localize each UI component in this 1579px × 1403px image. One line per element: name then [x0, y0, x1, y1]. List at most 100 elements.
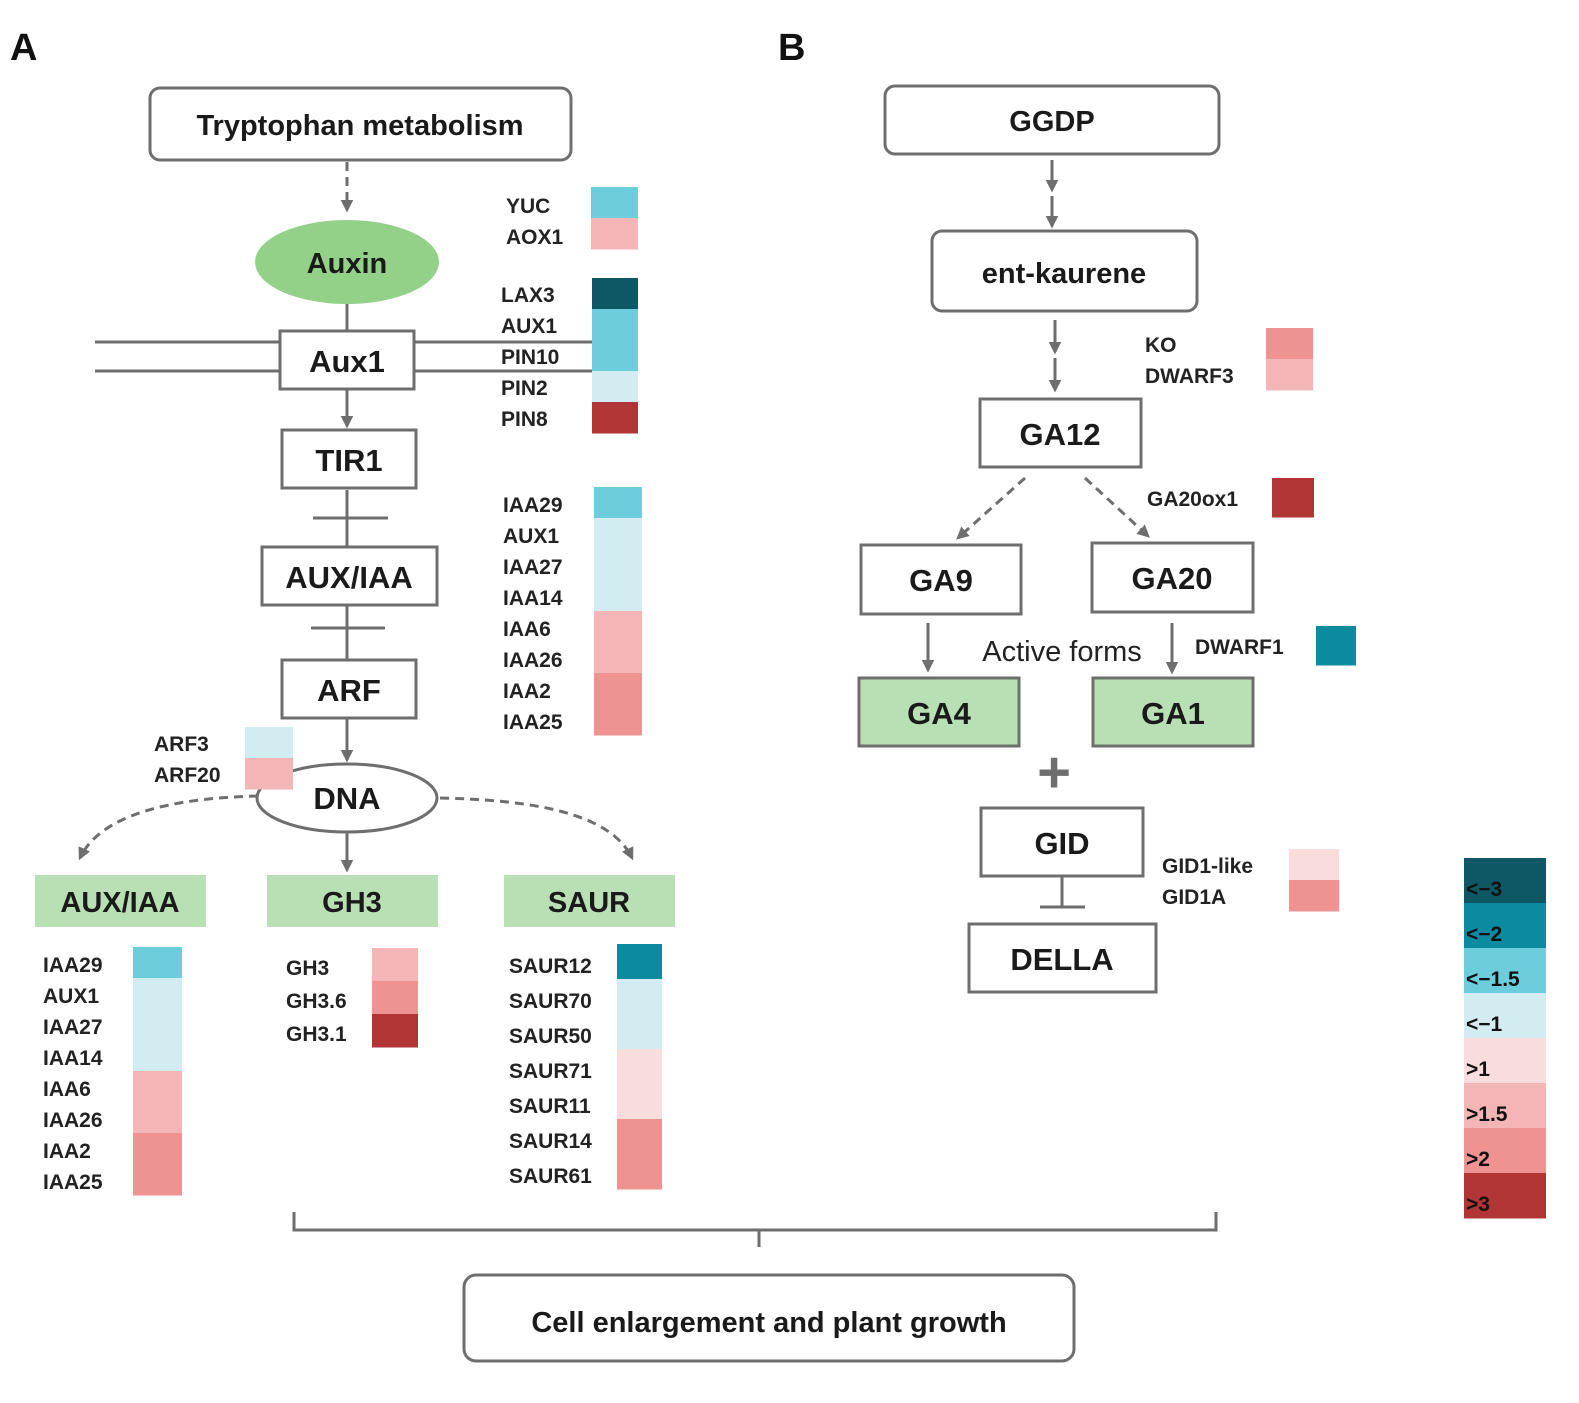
- legend-label: <−1.5: [1466, 968, 1520, 991]
- gene-label: PIN2: [501, 377, 548, 400]
- heatmap-cell: [133, 1009, 182, 1041]
- panel-b: GGDP ent-kaurene GA12 GA9 GA20 Active fo…: [857, 84, 1255, 994]
- arrow-dna-saur: [439, 796, 634, 861]
- heatmap-cell: [372, 948, 418, 982]
- heatmap-cell: [1266, 328, 1313, 360]
- heatmap-cell: [133, 978, 182, 1010]
- heatmap-cell: [617, 1154, 662, 1190]
- gene-group-saur: SAUR12SAUR70SAUR50SAUR71SAUR11SAUR14SAUR…: [509, 944, 662, 1190]
- fold-change-legend: <−3<−2<−1.5<−1>1>1.5>2>3: [1464, 858, 1546, 1219]
- gene-label: PIN10: [501, 346, 559, 369]
- ga9-label: GA9: [909, 563, 973, 598]
- out-gh3-label: GH3: [322, 887, 382, 919]
- panel-a: Tryptophan metabolism Auxin Aux1 TIR1 AU…: [35, 86, 675, 927]
- gene-group-dwarf1: DWARF1: [1195, 626, 1356, 666]
- legend-label: <−1: [1466, 1013, 1503, 1036]
- aux1-label: Aux1: [309, 344, 385, 379]
- entkaurene-label: ent-kaurene: [982, 258, 1146, 290]
- legend-swatch: [1464, 858, 1546, 904]
- gene-label: ARF3: [154, 733, 209, 756]
- out-saur-label: SAUR: [548, 887, 630, 919]
- legend-swatch: [1464, 1038, 1546, 1084]
- gid-label: GID: [1034, 826, 1089, 861]
- aux1-node: [278, 329, 416, 391]
- entkaurene-node: [930, 229, 1199, 313]
- gene-label: SAUR50: [509, 1025, 592, 1048]
- heatmap-cell: [245, 758, 293, 790]
- legend-swatch: [1464, 1173, 1546, 1219]
- heatmap-cell: [617, 1049, 662, 1085]
- heatmap-cell: [594, 487, 642, 519]
- gene-label: LAX3: [501, 284, 555, 307]
- heatmap-cell: [617, 944, 662, 980]
- gene-label: SAUR14: [509, 1130, 592, 1153]
- gene-label: IAA26: [43, 1109, 103, 1132]
- gene-label: IAA14: [43, 1047, 103, 1070]
- heatmap-cell: [133, 1040, 182, 1072]
- gene-label: AUX1: [503, 525, 559, 548]
- heatmap-cell: [372, 1014, 418, 1048]
- auxin-label: Auxin: [307, 248, 388, 280]
- panel-label-b: B: [778, 27, 805, 69]
- gene-label: IAA27: [503, 556, 563, 579]
- heatmap-cell: [1266, 359, 1313, 391]
- heatmap-cell: [617, 1119, 662, 1155]
- heatmap-cell: [1272, 478, 1314, 518]
- auxiaa-label: AUX/IAA: [285, 560, 412, 595]
- heatmap-cell: [594, 611, 642, 643]
- heatmap-cell: [594, 704, 642, 736]
- gene-label: AUX1: [43, 985, 99, 1008]
- ga12-label: GA12: [1020, 417, 1101, 452]
- gene-label: KO: [1145, 334, 1177, 357]
- gene-label: IAA2: [43, 1140, 91, 1163]
- arrow-ga12-ga20: [1083, 476, 1150, 538]
- heatmap-cell: [592, 278, 638, 310]
- gene-label: SAUR61: [509, 1165, 592, 1188]
- gene-label: IAA25: [43, 1171, 103, 1194]
- heatmap-cell: [133, 1133, 182, 1165]
- gene-label: GH3.6: [286, 990, 347, 1013]
- outcome-label: Cell enlargement and plant growth: [531, 1307, 1006, 1339]
- gene-label: DWARF1: [1195, 636, 1284, 659]
- gene-label: IAA6: [43, 1078, 91, 1101]
- ggdp-node: [883, 84, 1221, 156]
- heatmap-cell: [133, 947, 182, 979]
- heatmap-cell: [592, 340, 638, 372]
- heatmap-cell: [592, 371, 638, 403]
- heatmap-cell: [133, 1102, 182, 1134]
- out-auxiaa-label: AUX/IAA: [60, 887, 179, 919]
- auxiaa-node: [260, 545, 439, 607]
- gene-label: PIN8: [501, 408, 548, 431]
- gene-label: GH3.1: [286, 1023, 347, 1046]
- gene-label: YUC: [506, 195, 550, 218]
- gene-label: IAA6: [503, 618, 551, 641]
- outcome-node: [462, 1273, 1076, 1363]
- gene-label: SAUR11: [509, 1095, 591, 1118]
- gene-label: IAA26: [503, 649, 563, 672]
- heatmap-cell: [372, 981, 418, 1015]
- gene-label: GH3: [286, 957, 329, 980]
- gene-label: SAUR12: [509, 955, 592, 978]
- della-node: [967, 922, 1158, 994]
- tir1-label: TIR1: [315, 443, 382, 478]
- heatmap-groups: YUCAOX1LAX3AUX1PIN10PIN2PIN8IAA29AUX1IAA…: [43, 187, 1356, 1196]
- ga4-node: [857, 676, 1021, 748]
- heatmap-cell: [245, 727, 293, 759]
- gene-group-ga20ox: GA20ox1: [1147, 478, 1314, 518]
- gene-label: AUX1: [501, 315, 557, 338]
- arf-label: ARF: [317, 673, 381, 708]
- plus-symbol: +: [1037, 740, 1071, 805]
- gene-label: GA20ox1: [1147, 488, 1238, 511]
- legend-label: >1: [1466, 1058, 1490, 1081]
- gene-label: ARF20: [154, 764, 221, 787]
- ga20-label: GA20: [1132, 561, 1213, 596]
- legend-label: <−2: [1466, 923, 1502, 946]
- heatmap-cell: [591, 218, 638, 250]
